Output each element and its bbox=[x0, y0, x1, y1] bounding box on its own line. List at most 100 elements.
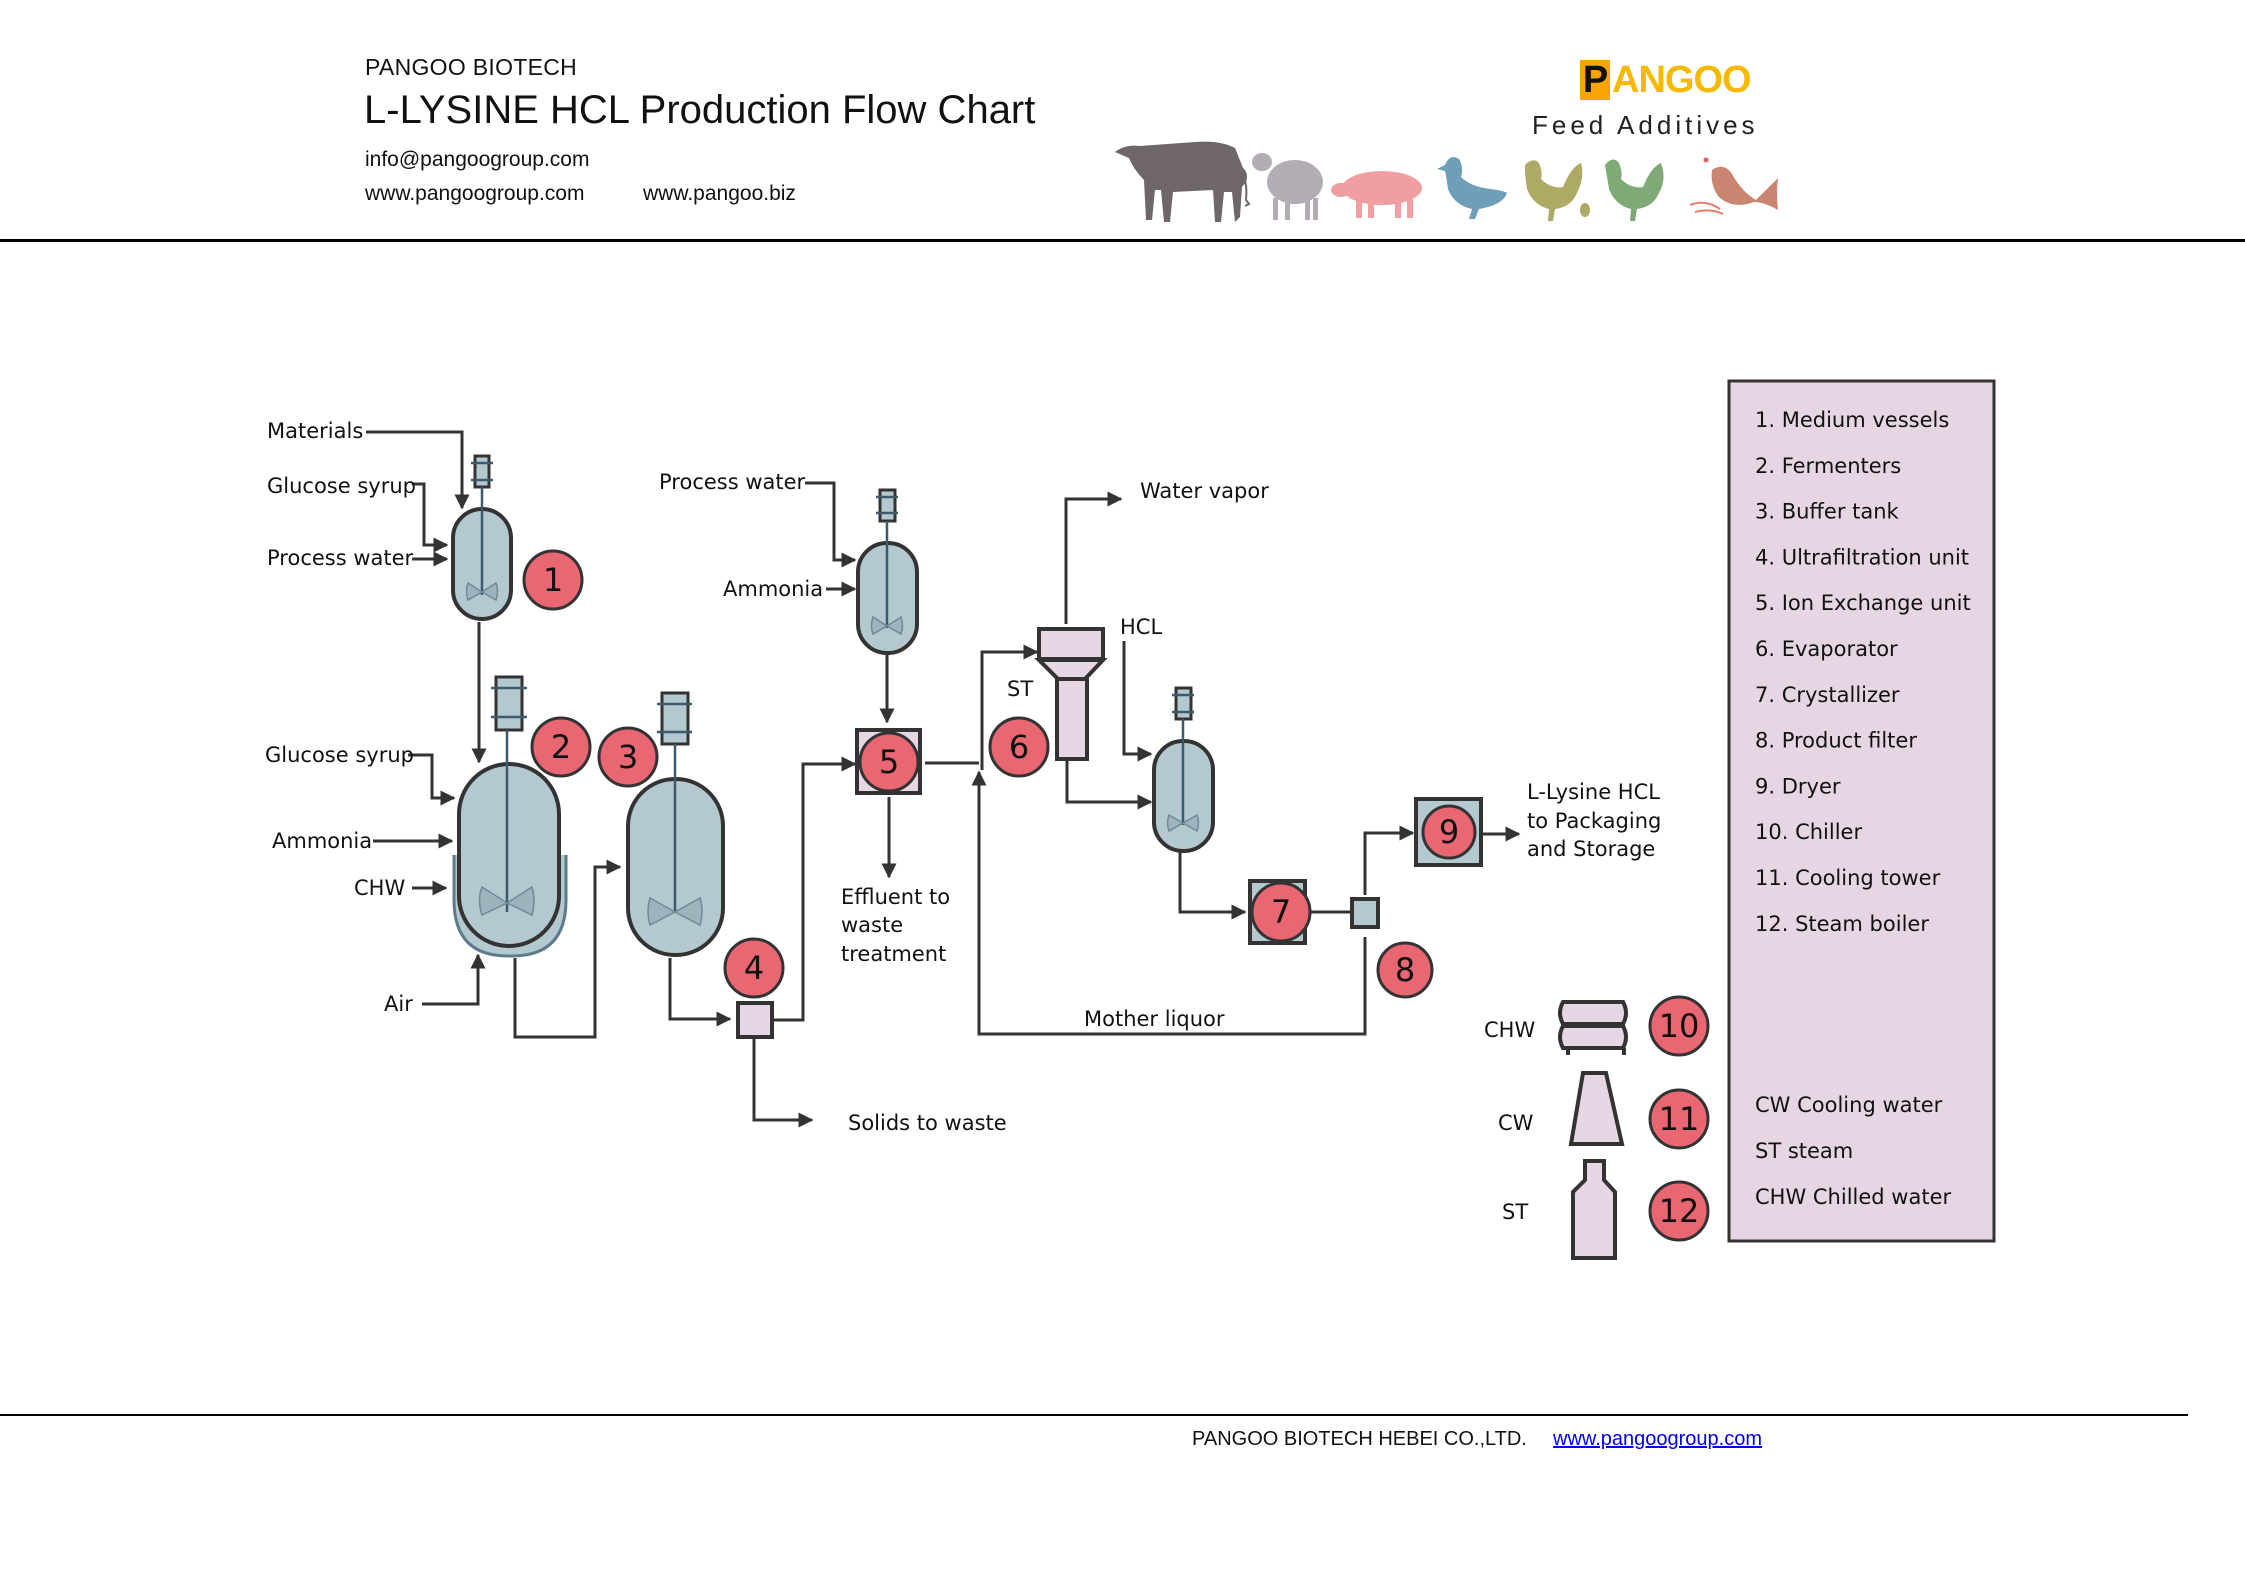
legend-item: 4. Ultrafiltration unit bbox=[1755, 545, 1969, 569]
legend-item: 8. Product filter bbox=[1755, 729, 1917, 753]
label-materials: Materials bbox=[267, 419, 363, 443]
legend-item: 6. Evaporator bbox=[1755, 637, 1898, 661]
badge-3[interactable]: 3 bbox=[597, 726, 659, 788]
legend-abbreviation: CW Cooling water bbox=[1755, 1093, 1943, 1117]
footer-company: PANGOO BIOTECH HEBEI CO.,LTD. bbox=[1192, 1428, 1527, 1450]
svg-text:8: 8 bbox=[1395, 951, 1415, 989]
fish-icon bbox=[1689, 157, 1778, 215]
badge-7[interactable]: 7 bbox=[1250, 881, 1312, 943]
header-website-1[interactable]: www.pangoogroup.com bbox=[365, 182, 585, 205]
label-glucose-syrup-1: Glucose syrup bbox=[267, 474, 416, 498]
svg-text:10: 10 bbox=[1659, 1007, 1700, 1045]
label-util-cw: CW bbox=[1498, 1111, 1534, 1135]
impeller-icon bbox=[465, 581, 499, 602]
impeller-icon bbox=[647, 896, 703, 927]
label-process-water-2: Process water bbox=[659, 470, 806, 494]
pipe-hcl bbox=[1122, 641, 1153, 762]
badge-8[interactable]: 8 bbox=[1376, 941, 1434, 999]
label-util-chw: CHW bbox=[1484, 1018, 1535, 1042]
impeller-icon bbox=[870, 615, 904, 636]
equipment-badges: 1 2 3 4 5 6 7 8 9 10 11 12 bbox=[522, 549, 1710, 1242]
animal-banner bbox=[1115, 141, 1778, 222]
rooster-icon bbox=[1605, 159, 1664, 221]
label-air: Air bbox=[384, 992, 413, 1016]
pangoo-logo: P ANGOO bbox=[1580, 58, 1752, 101]
badge-10[interactable]: 10 bbox=[1648, 995, 1710, 1057]
fermenter[interactable] bbox=[452, 675, 568, 958]
badge-12[interactable]: 12 bbox=[1648, 1180, 1710, 1242]
flow-labels: Materials Glucose syrup Process water Gl… bbox=[265, 419, 1661, 1224]
label-chw-1: CHW bbox=[354, 876, 405, 900]
legend-item: 5. Ion Exchange unit bbox=[1755, 591, 1971, 615]
label-effluent-2: waste bbox=[841, 913, 903, 937]
cooling-tower[interactable] bbox=[1568, 1071, 1625, 1146]
badge-9[interactable]: 9 bbox=[1421, 804, 1477, 860]
motor-icon bbox=[494, 675, 524, 732]
buffer-tank[interactable] bbox=[626, 691, 725, 957]
header-divider bbox=[0, 239, 2245, 242]
footer-website-link[interactable]: www.pangoogroup.com bbox=[1553, 1428, 1763, 1450]
pipe-water-vapor bbox=[1064, 491, 1123, 624]
pipe-materials bbox=[366, 430, 470, 510]
pipe-evap-to-vessel bbox=[1065, 761, 1153, 810]
logo-tagline: Feed Additives bbox=[1532, 110, 1759, 140]
impeller-icon bbox=[478, 885, 535, 917]
pipe-air bbox=[422, 953, 486, 1006]
acidification-vessel[interactable] bbox=[1152, 686, 1215, 853]
impeller-icon bbox=[1166, 813, 1200, 833]
ammonia-vessel[interactable] bbox=[856, 488, 919, 655]
svg-text:2: 2 bbox=[551, 728, 571, 766]
label-mother-liquor: Mother liquor bbox=[1084, 1007, 1225, 1031]
legend-item: 3. Buffer tank bbox=[1755, 500, 1900, 524]
header-website-2[interactable]: www.pangoo.biz bbox=[643, 182, 796, 205]
label-product-2: to Packaging bbox=[1527, 809, 1661, 833]
pipe-filter-to-dryer bbox=[1363, 825, 1415, 895]
footer-divider bbox=[0, 1414, 2188, 1416]
badge-11[interactable]: 11 bbox=[1648, 1088, 1710, 1150]
pipe-vessel-to-crystallizer bbox=[1178, 851, 1247, 920]
badge-4[interactable]: 4 bbox=[723, 937, 785, 999]
svg-text:12: 12 bbox=[1659, 1192, 1700, 1230]
logo-text: ANGOO bbox=[1612, 58, 1752, 101]
label-hcl: HCL bbox=[1120, 615, 1162, 639]
header-company: PANGOO BIOTECH bbox=[365, 54, 578, 80]
chiller[interactable] bbox=[1558, 1000, 1628, 1055]
label-effluent-3: treatment bbox=[841, 942, 946, 966]
label-product-3: and Storage bbox=[1527, 837, 1655, 861]
label-util-st: ST bbox=[1502, 1200, 1528, 1224]
badge-2[interactable]: 2 bbox=[530, 716, 592, 778]
svg-text:4: 4 bbox=[744, 949, 764, 987]
product-filter[interactable] bbox=[1350, 897, 1380, 929]
cow-icon bbox=[1115, 141, 1251, 222]
evaporator[interactable] bbox=[1034, 627, 1108, 761]
sheep-icon bbox=[1252, 153, 1323, 220]
header-email[interactable]: info@pangoogroup.com bbox=[365, 148, 590, 171]
motor-icon bbox=[473, 454, 491, 489]
badge-6[interactable]: 6 bbox=[988, 716, 1050, 778]
label-glucose-syrup-2: Glucose syrup bbox=[265, 743, 414, 767]
label-solids-to-waste: Solids to waste bbox=[848, 1111, 1007, 1135]
logo-letter: P bbox=[1580, 60, 1610, 100]
legend-item: 12. Steam boiler bbox=[1755, 912, 1929, 936]
ultrafiltration-unit[interactable] bbox=[736, 1001, 774, 1039]
legend-item: 2. Fermenters bbox=[1755, 454, 1901, 478]
label-product-1: L-Lysine HCL bbox=[1527, 780, 1660, 804]
motor-icon bbox=[660, 691, 690, 746]
badge-5[interactable]: 5 bbox=[858, 731, 920, 793]
svg-text:11: 11 bbox=[1659, 1100, 1700, 1138]
pipe-to-evaporator bbox=[980, 644, 1039, 770]
label-effluent-1: Effluent to bbox=[841, 885, 950, 909]
medium-vessel[interactable] bbox=[451, 454, 513, 621]
steam-boiler[interactable] bbox=[1571, 1159, 1617, 1260]
pipe-glucose-2 bbox=[408, 753, 456, 806]
badge-1[interactable]: 1 bbox=[522, 549, 584, 611]
pipe-uf-to-solids bbox=[752, 1038, 814, 1128]
duck-icon bbox=[1437, 157, 1507, 219]
legend-abbreviation: ST steam bbox=[1755, 1139, 1853, 1163]
pipe-glucose-1 bbox=[412, 482, 449, 553]
svg-text:7: 7 bbox=[1271, 893, 1291, 931]
pig-icon bbox=[1331, 171, 1422, 218]
label-ammonia-1: Ammonia bbox=[272, 829, 372, 853]
